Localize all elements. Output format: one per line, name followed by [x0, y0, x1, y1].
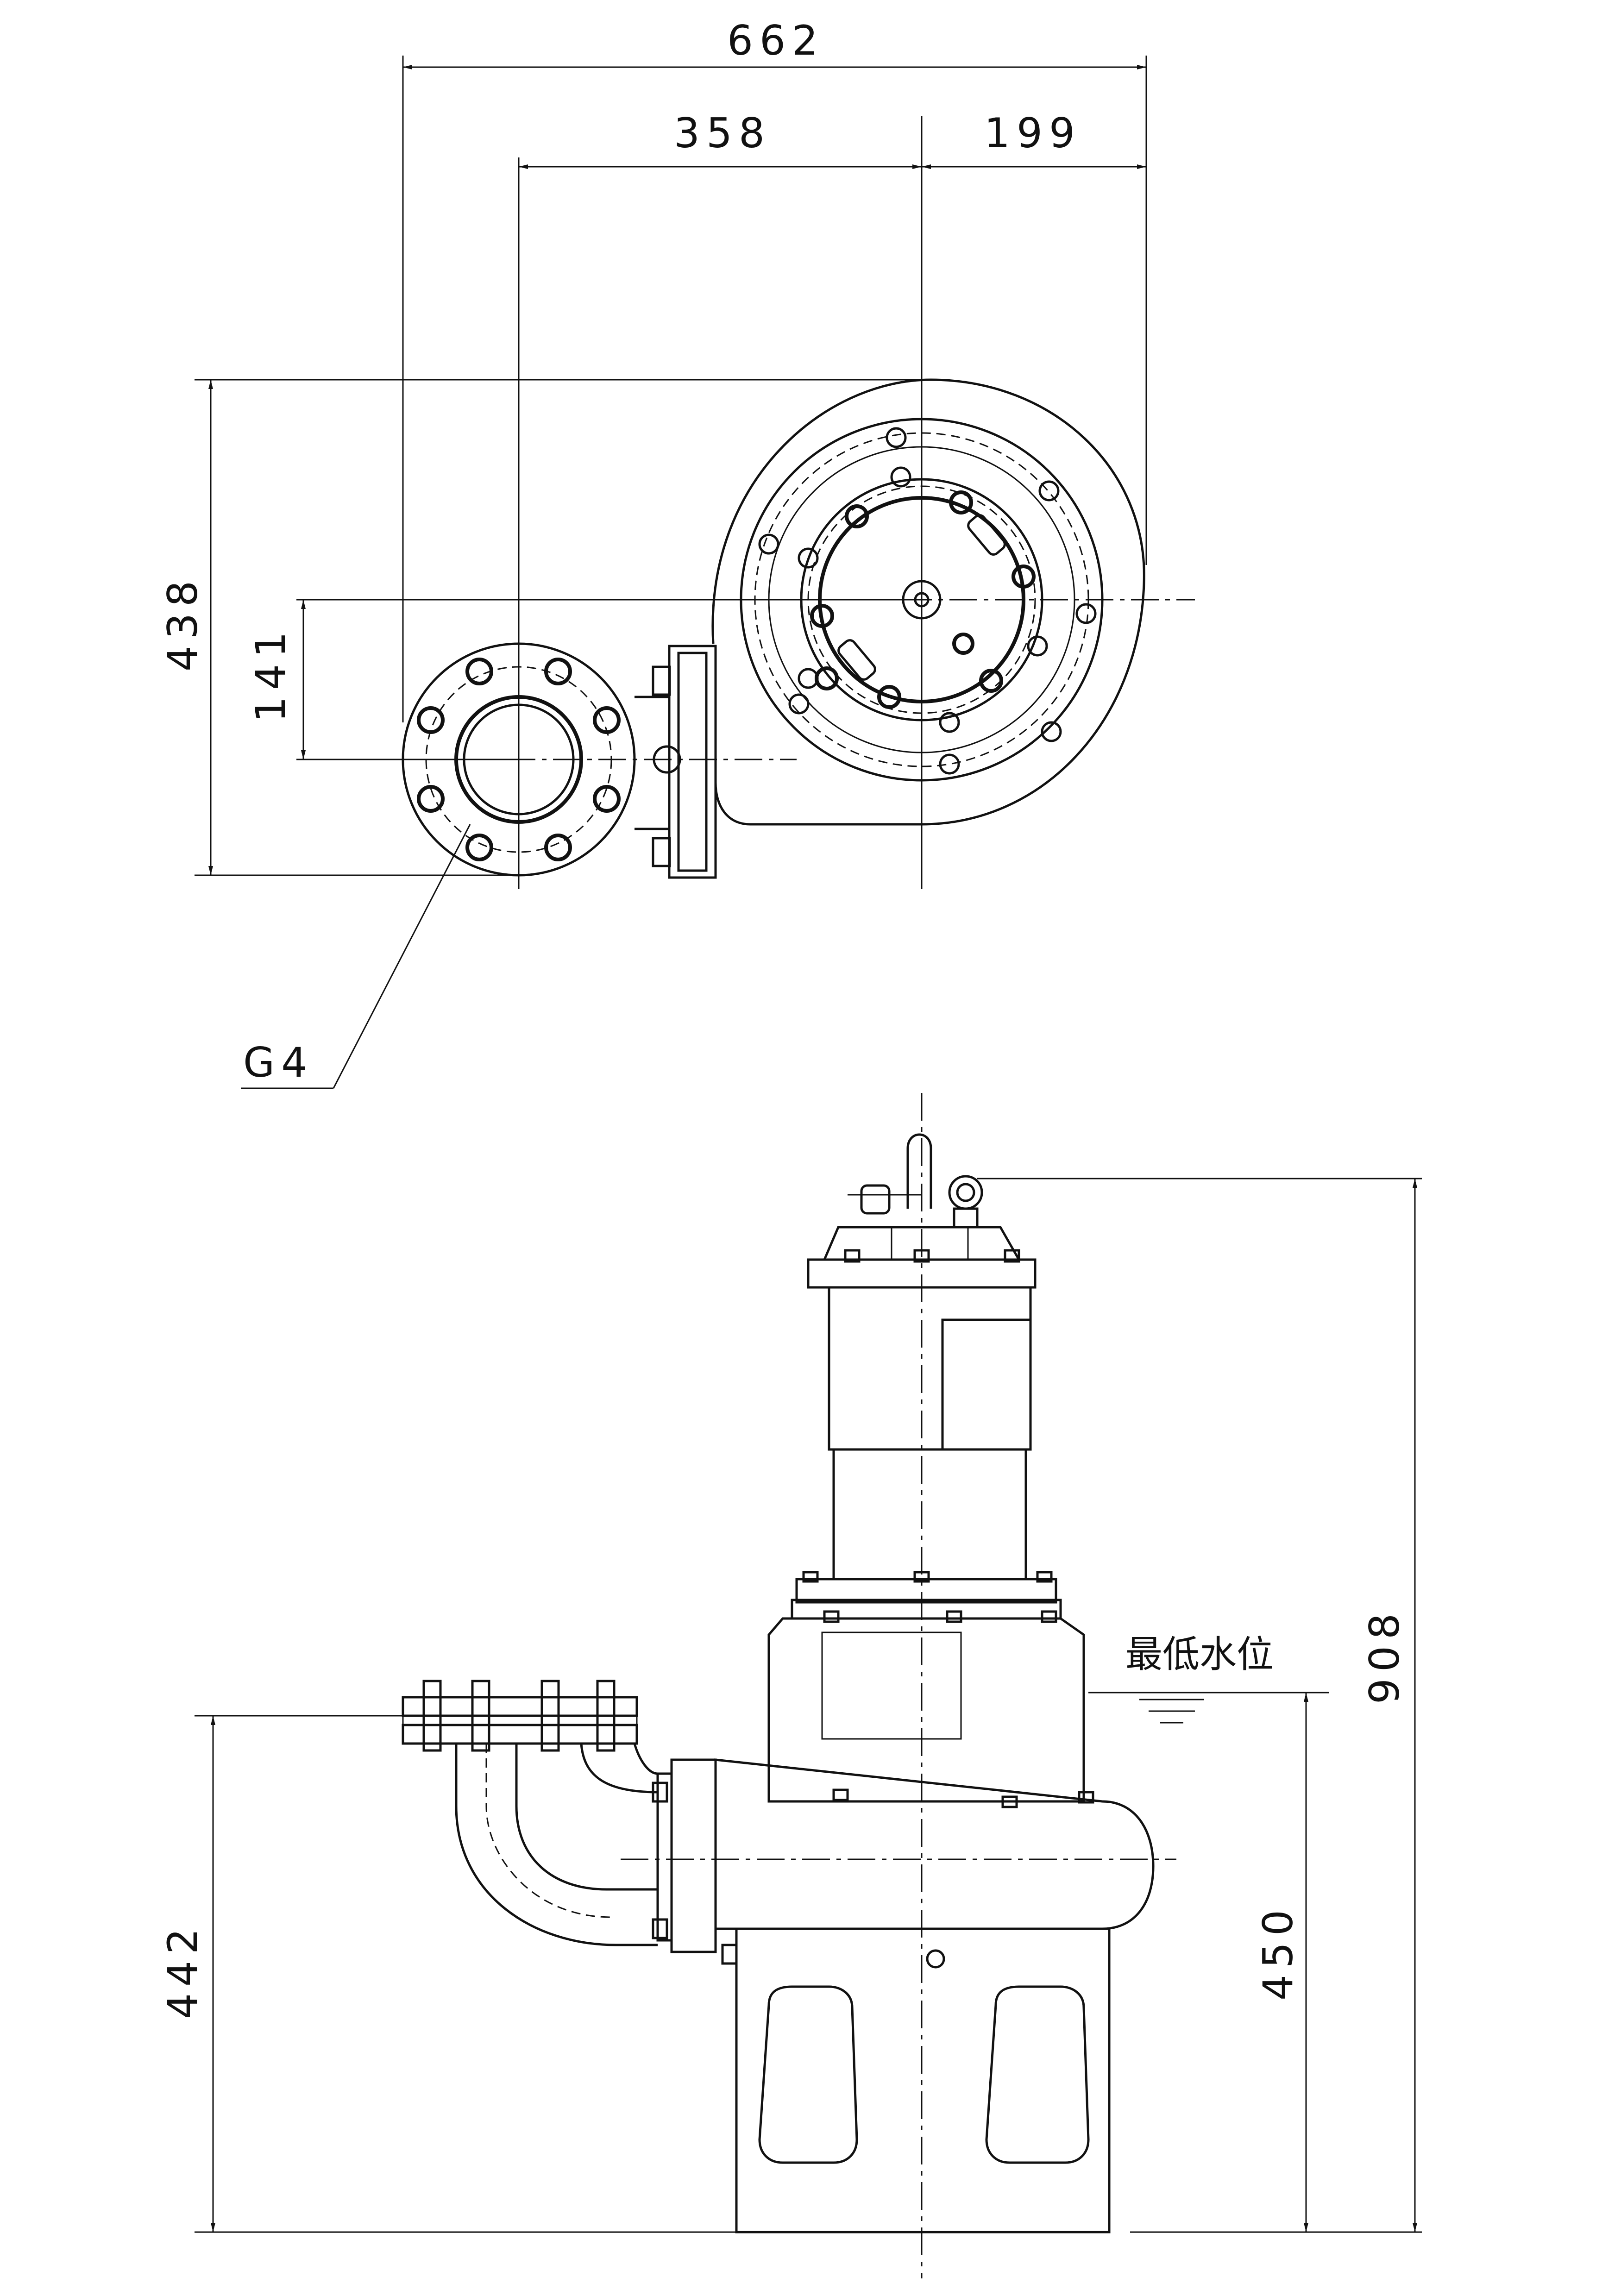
dim-141: 141	[247, 625, 295, 722]
dim-442: 442	[159, 1922, 207, 2019]
elevation-view: 908 442 450 最低水位	[159, 1093, 1422, 2278]
dim-908: 908	[1361, 1607, 1408, 1704]
dim-358: 358	[674, 109, 771, 157]
min-water-level-label: 最低水位	[1125, 1633, 1274, 1676]
inner-bolts	[810, 490, 1036, 709]
flange-bolts	[417, 658, 621, 861]
dim-450: 450	[1254, 1903, 1302, 2001]
plan-view: 662 358 199 438 141	[159, 17, 1195, 1089]
flange-bolts-side	[422, 1680, 616, 1752]
dim-438: 438	[159, 574, 207, 671]
dim-199: 199	[984, 109, 1081, 157]
flange-callout: G4	[243, 1039, 314, 1086]
dim-662: 662	[727, 17, 824, 64]
